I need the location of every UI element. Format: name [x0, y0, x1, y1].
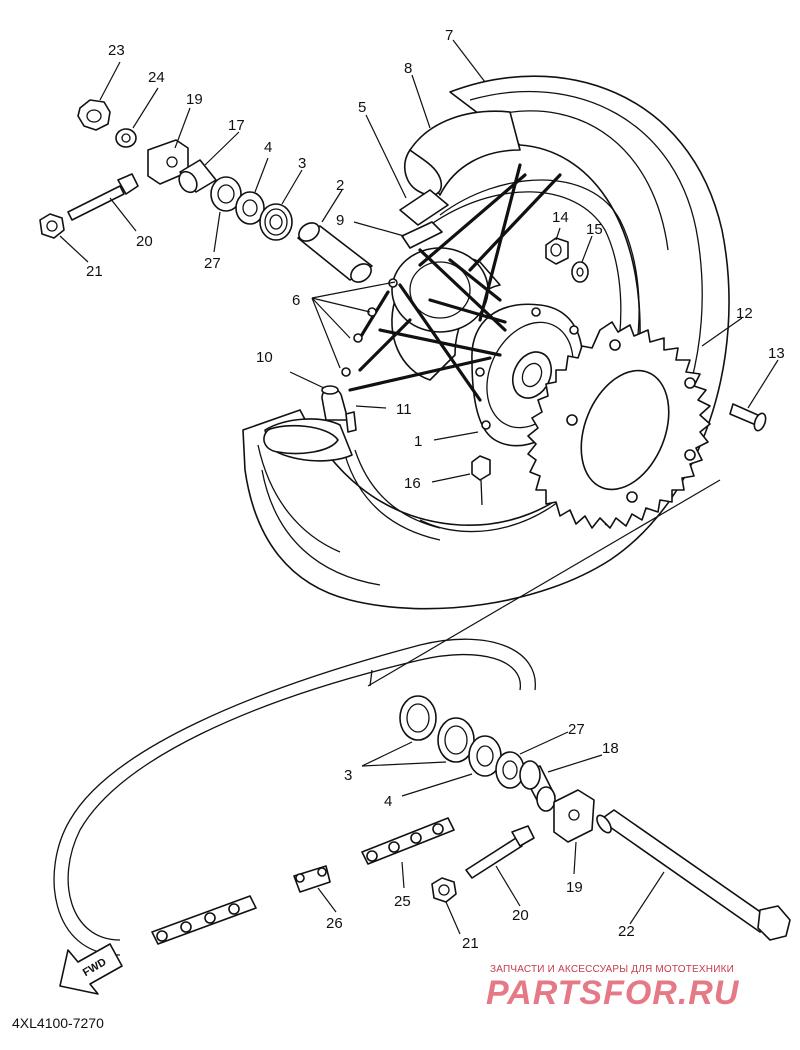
inner-tube	[263, 110, 521, 462]
callout-17: 17	[228, 117, 245, 134]
callout-25: 25	[394, 893, 411, 910]
callout-3-top: 3	[298, 155, 306, 172]
chain-25	[151, 817, 455, 945]
callout-12: 12	[736, 305, 753, 322]
callout-23: 23	[108, 42, 125, 59]
valve-nut	[401, 221, 443, 249]
diagram-code: 4XL4100-7270	[12, 1015, 104, 1031]
locknut-21-top	[39, 213, 65, 239]
watermark-tagline: ЗАПЧАСТИ И АКСЕССУАРЫ ДЛЯ МОТОТЕХНИКИ	[490, 964, 734, 975]
adjust-bolt-20-bottom	[465, 825, 535, 879]
callout-19-top: 19	[186, 91, 203, 108]
spokes	[341, 163, 562, 402]
callout-9: 9	[336, 212, 344, 229]
callout-27-top: 27	[204, 255, 221, 272]
adjust-bolt-20-top	[67, 173, 139, 221]
flange-4-top	[235, 191, 265, 225]
callout-16: 16	[404, 475, 421, 492]
watermark: ЗАПЧАСТИ И АКСЕССУАРЫ ДЛЯ МОТОТЕХНИКИ PA…	[486, 964, 740, 1012]
chain-puller-19-bottom	[553, 789, 595, 843]
chain-path	[53, 638, 536, 956]
hub-nut-14	[545, 237, 569, 265]
callout-13: 13	[768, 345, 785, 362]
callout-11: 11	[396, 401, 412, 418]
bearing-3-bottom	[399, 695, 475, 763]
callout-18: 18	[602, 740, 619, 757]
rim-band	[399, 189, 449, 226]
callout-6: 6	[292, 292, 300, 309]
callout-27-bottom: 27	[568, 721, 585, 738]
axle-nut-23	[77, 99, 111, 131]
callout-21-bottom: 21	[462, 935, 479, 952]
spacer-17	[178, 159, 217, 194]
chain-puller-19-top	[147, 139, 189, 185]
callout-2: 2	[336, 177, 344, 194]
callout-10: 10	[256, 349, 273, 366]
leader-lines	[59, 39, 779, 935]
locknut-21-bottom	[431, 877, 457, 903]
washer-24	[115, 128, 137, 148]
chain-joint-26	[293, 865, 331, 893]
callout-14: 14	[552, 209, 569, 226]
fwd-arrow-icon: FWD	[59, 943, 123, 995]
rim-lock	[321, 385, 357, 433]
sprocket	[527, 321, 711, 529]
collar-18	[519, 760, 556, 812]
axle-22	[596, 809, 791, 941]
callout-19-bottom: 19	[566, 879, 583, 896]
callout-1: 1	[414, 433, 422, 450]
callout-labels: 7 8 5 9 6 2 4 3 17 19 24 23 20 21 27 10 …	[86, 27, 785, 952]
callout-3-bottom: 3	[344, 767, 352, 784]
callout-5: 5	[358, 99, 366, 116]
callout-21-top: 21	[86, 263, 103, 280]
bearing-3-top	[259, 203, 293, 241]
callout-26: 26	[326, 915, 343, 932]
callout-20-bottom: 20	[512, 907, 529, 924]
washer-15	[571, 261, 589, 283]
sprocket-bolt	[729, 403, 767, 432]
callout-4-bottom: 4	[384, 793, 392, 810]
callout-20-top: 20	[136, 233, 153, 250]
watermark-brand: PARTSFOR.RU	[486, 974, 740, 1012]
callout-15: 15	[586, 221, 603, 238]
callout-24: 24	[148, 69, 165, 86]
spacer-collar-2	[297, 222, 373, 283]
callout-7: 7	[445, 27, 453, 44]
oil-seal-27-top	[210, 176, 242, 212]
callout-22: 22	[618, 923, 635, 940]
callout-8: 8	[404, 60, 412, 77]
spoke-nipple	[471, 455, 491, 506]
callout-4-top: 4	[264, 139, 272, 156]
